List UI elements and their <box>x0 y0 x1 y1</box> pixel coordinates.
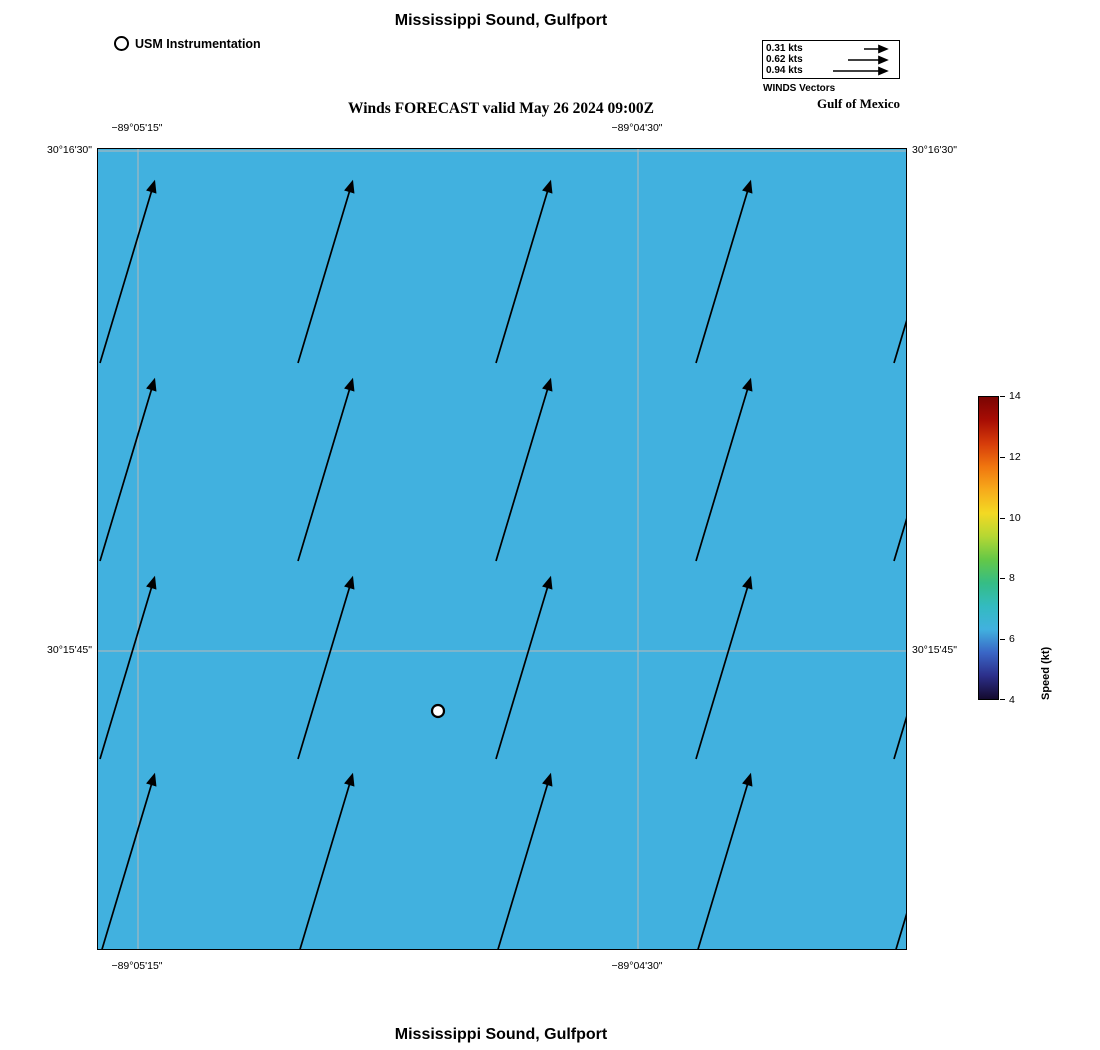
region-label: Gulf of Mexico <box>816 96 900 111</box>
scale-row-label: 0.31 kts <box>766 42 803 54</box>
lon-tick-top-right: −89°04'30" <box>611 122 663 134</box>
wind-vector-arrow <box>99 377 157 562</box>
scale-row: 0.94 kts <box>766 65 896 76</box>
wind-vector-arrow <box>99 179 157 364</box>
lon-tick-bottom-left: −89°05'15" <box>111 960 163 972</box>
scale-row: 0.31 kts <box>766 43 896 54</box>
colorbar-tick-label: 10 <box>1009 511 1021 524</box>
vector-legend-title: WINDS Vectors <box>763 83 836 94</box>
lat-tick-left-mid: 30°15'45" <box>47 644 92 656</box>
lon-tick-bottom-right: −89°04'30" <box>611 960 663 972</box>
station-marker-icon <box>114 36 129 51</box>
colorbar-tick-label: 8 <box>1009 572 1015 585</box>
colorbar-tick <box>1000 699 1005 700</box>
wind-vector-arrow <box>495 377 553 562</box>
station-legend-label: USM Instrumentation <box>135 36 261 51</box>
colorbar-tick <box>1000 578 1005 580</box>
forecast-subtitle: Winds FORECAST valid May 26 2024 09:00Z <box>347 100 655 117</box>
colorbar-tick <box>1000 456 1005 458</box>
wind-vector-arrow <box>695 179 753 364</box>
wind-vector-arrow <box>99 575 157 760</box>
colorbar-gradient <box>978 396 999 700</box>
lat-tick-left-top: 30°16'30" <box>47 144 92 156</box>
scale-arrow-icon <box>848 55 889 64</box>
colorbar-tick-label: 12 <box>1009 450 1021 463</box>
wind-vector-arrow <box>893 518 906 562</box>
wind-vector-arrow <box>495 575 553 760</box>
lat-tick-right-mid: 30°15'45" <box>912 644 957 656</box>
wind-vector-arrow <box>695 377 753 562</box>
wind-vector-arrow <box>101 772 157 949</box>
wind-vector-arrow <box>697 772 753 949</box>
scale-row: 0.62 kts <box>766 54 896 65</box>
wind-vector-arrow <box>695 575 753 760</box>
wind-vector-arrow <box>893 716 906 760</box>
wind-vector-arrow <box>497 772 553 949</box>
colorbar-axis-label: Speed (kt) <box>1040 646 1052 700</box>
scale-row-label: 0.62 kts <box>766 53 803 65</box>
bottom-title: Mississippi Sound, Gulfport <box>394 1026 608 1043</box>
wind-vector-arrow <box>893 320 906 364</box>
station-legend: USM Instrumentation <box>114 36 261 51</box>
lat-tick-right-top: 30°16'30" <box>912 144 957 156</box>
wind-vector-arrow <box>297 377 355 562</box>
wind-vector-arrow <box>297 575 355 760</box>
wind-vector-arrow <box>895 913 906 949</box>
station-marker <box>430 703 446 719</box>
colorbar-tick <box>1000 639 1005 641</box>
scale-arrow-icon <box>833 66 889 75</box>
wind-vector-arrow <box>299 772 355 949</box>
vector-field-svg <box>98 149 906 949</box>
colorbar-tick-label: 14 <box>1009 390 1021 402</box>
colorbar: 14 12 10 8 6 4 <box>978 390 1048 706</box>
map-canvas <box>97 148 907 950</box>
colorbar-tick <box>1000 396 1005 397</box>
scale-arrow-icon <box>864 44 889 53</box>
scale-row-label: 0.94 kts <box>766 64 803 76</box>
page-title: Mississippi Sound, Gulfport <box>394 12 608 29</box>
wind-vector-arrow <box>495 179 553 364</box>
lon-tick-top-left: −89°05'15" <box>111 122 163 134</box>
wind-vector-arrow <box>297 179 355 364</box>
colorbar-tick <box>1000 517 1005 519</box>
colorbar-tick-label: 4 <box>1009 694 1015 706</box>
colorbar-tick-label: 6 <box>1009 633 1015 646</box>
